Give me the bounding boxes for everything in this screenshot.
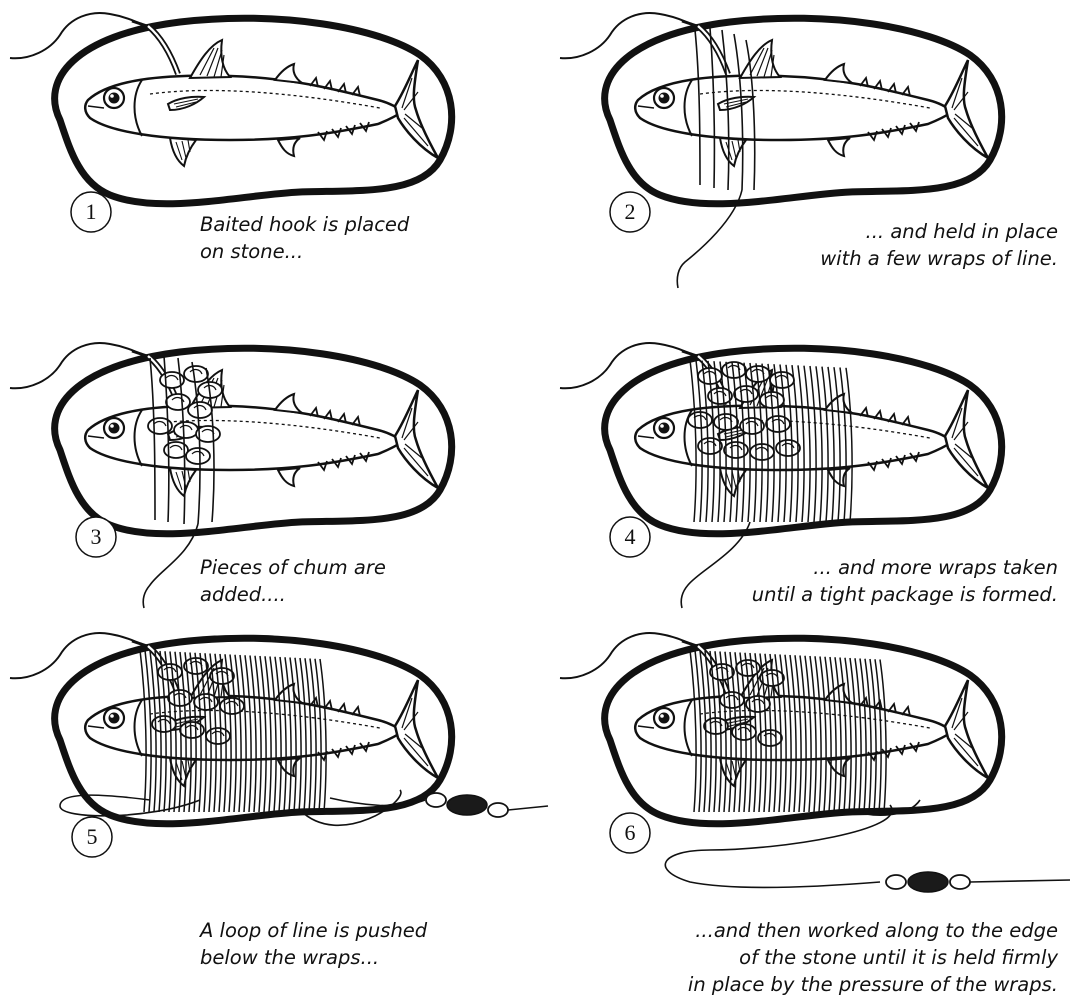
caption-4-line-1: ... and more wraps taken xyxy=(752,554,1058,581)
step-number-1: 1 xyxy=(86,199,97,224)
panel-1: 1 xyxy=(10,13,452,232)
caption-4-line-2: until a tight package is formed. xyxy=(752,581,1058,608)
panel-5: 5 xyxy=(10,633,548,857)
caption-1-line-2: on stone... xyxy=(200,238,409,265)
caption-6-line-3: in place by the pressure of the wraps. xyxy=(688,971,1058,998)
caption-2-line-2: with a few wraps of line. xyxy=(820,245,1058,272)
caption-3-line-2: added.... xyxy=(200,581,386,608)
caption-3: Pieces of chum are added.... xyxy=(200,554,386,608)
caption-2: ... and held in place with a few wraps o… xyxy=(820,218,1058,272)
caption-6-line-1: ...and then worked along to the edge xyxy=(688,917,1058,944)
step-number-5: 5 xyxy=(87,824,98,849)
step-number-4: 4 xyxy=(625,524,636,549)
step-number-2: 2 xyxy=(625,199,636,224)
step-number-6: 6 xyxy=(625,820,636,845)
panel-6: 6 xyxy=(560,633,1070,892)
caption-4: ... and more wraps taken until a tight p… xyxy=(752,554,1058,608)
caption-5: A loop of line is pushed below the wraps… xyxy=(200,917,427,971)
caption-5-line-1: A loop of line is pushed xyxy=(200,917,427,944)
caption-2-line-1: ... and held in place xyxy=(820,218,1058,245)
caption-1: Baited hook is placed on stone... xyxy=(200,211,409,265)
caption-1-line-1: Baited hook is placed xyxy=(200,211,409,238)
caption-6-line-2: of the stone until it is held firmly xyxy=(688,944,1058,971)
caption-6: ...and then worked along to the edge of … xyxy=(688,917,1058,998)
caption-5-line-2: below the wraps... xyxy=(200,944,427,971)
step-number-3: 3 xyxy=(91,524,102,549)
caption-3-line-1: Pieces of chum are xyxy=(200,554,386,581)
